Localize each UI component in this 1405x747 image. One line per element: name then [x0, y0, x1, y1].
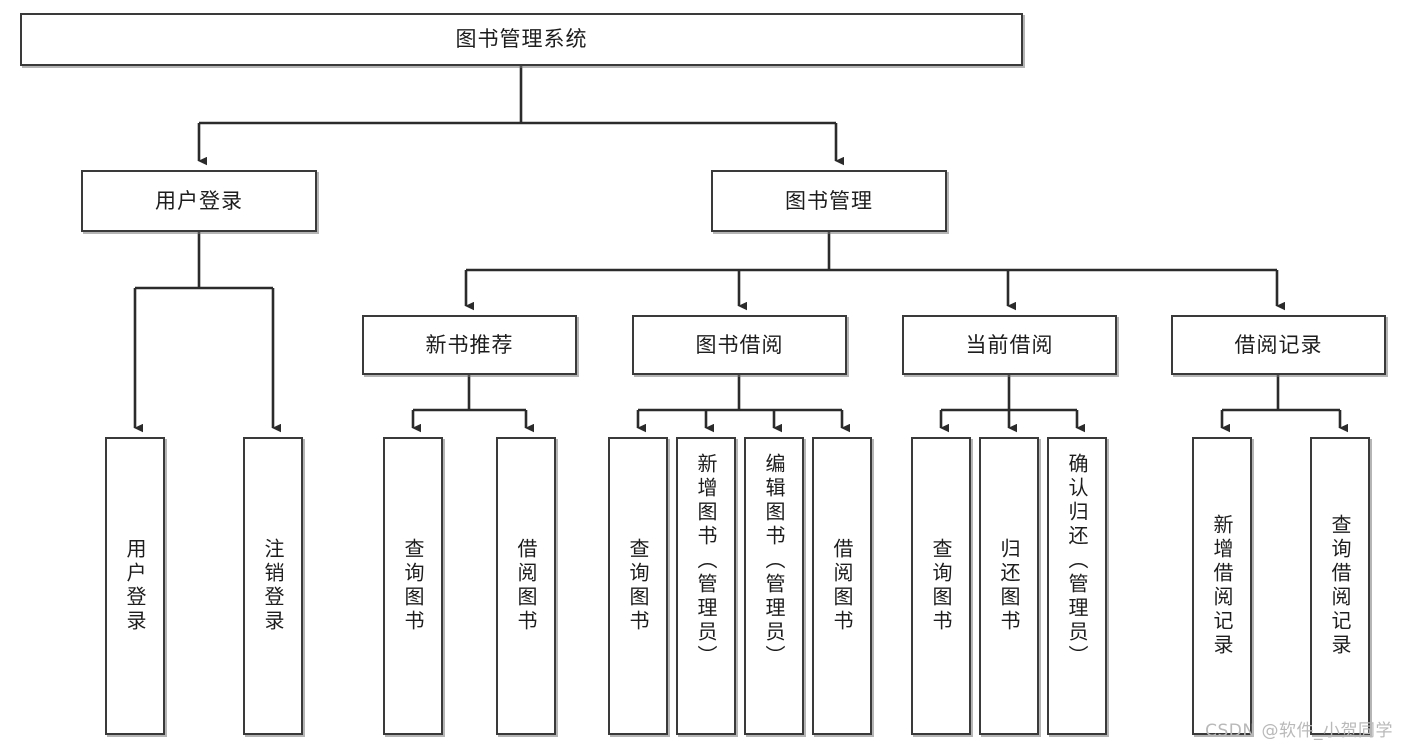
- node-book-management[interactable]: 图书管理: [711, 170, 947, 232]
- node-root-label: 图书管理系统: [455, 27, 588, 52]
- leaf-borrow-book-2[interactable]: 借阅图书: [812, 437, 872, 735]
- node-current-borrow[interactable]: 当前借阅: [902, 315, 1117, 375]
- leaf-borrow-book-1-label: 借阅图书: [514, 538, 538, 634]
- leaf-edit-book[interactable]: 编辑图书（管理员）: [744, 437, 804, 735]
- node-book-borrow-label: 图书借阅: [695, 332, 784, 357]
- leaf-query-record[interactable]: 查询借阅记录: [1310, 437, 1370, 735]
- leaf-query-book-2[interactable]: 查询图书: [608, 437, 668, 735]
- leaf-logout-label: 注销登录: [261, 538, 285, 634]
- leaf-confirm-return-label: 确认归还（管理员）: [1065, 453, 1089, 669]
- leaf-add-record[interactable]: 新增借阅记录: [1192, 437, 1252, 735]
- leaf-return-book-label: 归还图书: [997, 538, 1021, 634]
- node-new-book-recommend[interactable]: 新书推荐: [362, 315, 577, 375]
- leaf-add-book[interactable]: 新增图书（管理员）: [676, 437, 736, 735]
- leaf-query-book-1[interactable]: 查询图书: [383, 437, 443, 735]
- leaf-return-book[interactable]: 归还图书: [979, 437, 1039, 735]
- leaf-user-login[interactable]: 用户登录: [105, 437, 165, 735]
- leaf-logout[interactable]: 注销登录: [243, 437, 303, 735]
- node-borrow-record-label: 借阅记录: [1234, 332, 1323, 357]
- node-root[interactable]: 图书管理系统: [20, 13, 1023, 66]
- node-new-book-recommend-label: 新书推荐: [425, 332, 514, 357]
- leaf-confirm-return[interactable]: 确认归还（管理员）: [1047, 437, 1107, 735]
- node-user-login[interactable]: 用户登录: [81, 170, 317, 232]
- node-borrow-record[interactable]: 借阅记录: [1171, 315, 1386, 375]
- leaf-add-record-label: 新增借阅记录: [1210, 514, 1234, 658]
- leaf-query-book-2-label: 查询图书: [626, 538, 650, 634]
- node-book-borrow[interactable]: 图书借阅: [632, 315, 847, 375]
- node-book-management-label: 图书管理: [785, 188, 873, 213]
- node-current-borrow-label: 当前借阅: [965, 332, 1054, 357]
- leaf-edit-book-label: 编辑图书（管理员）: [762, 453, 786, 669]
- leaf-query-book-3-label: 查询图书: [929, 538, 953, 634]
- leaf-query-book-3[interactable]: 查询图书: [911, 437, 971, 735]
- leaf-add-book-label: 新增图书（管理员）: [694, 453, 718, 669]
- leaf-borrow-book-1[interactable]: 借阅图书: [496, 437, 556, 735]
- node-user-login-label: 用户登录: [155, 188, 243, 213]
- leaf-query-record-label: 查询借阅记录: [1328, 514, 1352, 658]
- leaf-user-login-label: 用户登录: [123, 538, 147, 634]
- leaf-borrow-book-2-label: 借阅图书: [830, 538, 854, 634]
- leaf-query-book-1-label: 查询图书: [401, 538, 425, 634]
